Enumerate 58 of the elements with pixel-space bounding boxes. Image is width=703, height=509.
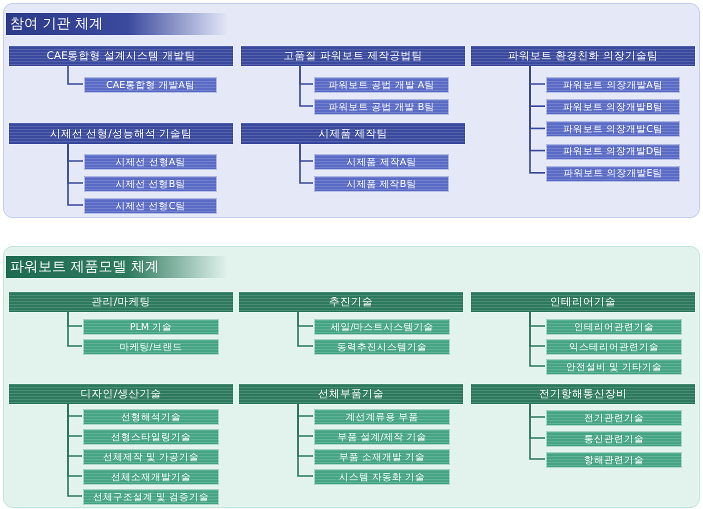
sub-team-box: 시제선 선형A팀 xyxy=(84,154,217,170)
sub-team-box: 항해관련기술 xyxy=(546,452,682,468)
sub-team-box: 부품 소재개발 기술 xyxy=(314,449,450,465)
sub-team-box: 마케팅/브랜드 xyxy=(83,339,219,355)
team-box: 시제선 선형/성능해석 기술팀 xyxy=(9,123,233,144)
panel-title: 파워보트 제품모델 체계 xyxy=(6,256,228,278)
connector-line xyxy=(67,65,83,85)
team-box: 관리/마케팅 xyxy=(9,292,233,312)
team-box: 선체부품기술 xyxy=(239,384,463,404)
connector-line xyxy=(299,65,313,107)
connector-line xyxy=(529,403,545,460)
team-box: 고품질 파워보트 제작공법팀 xyxy=(241,46,465,66)
sub-team-box: 통신관련기술 xyxy=(546,431,682,447)
sub-team-box: 파워보트 의장개발D팀 xyxy=(546,144,680,160)
connector-line xyxy=(529,311,545,367)
team-box: 인테리어기술 xyxy=(471,292,695,312)
connector-line xyxy=(299,143,313,184)
sub-team-box: 파워보트 의장개발B팀 xyxy=(546,99,680,116)
sub-team-box: 파워보트 의장개발C팀 xyxy=(546,121,680,138)
sub-team-box: 선형스타일링기술 xyxy=(83,429,219,445)
sub-team-box: 인테리어관련기술 xyxy=(546,319,682,335)
sub-team-box: 파워보트 공법 개발 B팀 xyxy=(314,99,449,115)
sub-team-box: 시제선 선형B팀 xyxy=(84,176,217,192)
sub-team-box: 세일/마스트시스템기술 xyxy=(314,319,450,335)
connector-line xyxy=(297,311,313,347)
team-box: 디자인/생산기술 xyxy=(9,384,233,404)
connector-line xyxy=(529,65,545,174)
sub-team-box: 선체소재개발기술 xyxy=(83,469,219,485)
sub-team-box: 파워보트 의장개발A팀 xyxy=(546,77,680,93)
sub-team-box: 시제품 제작A팀 xyxy=(314,154,449,170)
sub-team-box: 시제품 제작B팀 xyxy=(314,176,449,192)
sub-team-box: 선체제작 및 가공기술 xyxy=(83,449,219,465)
sub-team-box: 시스템 자동화 기술 xyxy=(314,469,450,485)
connector-line xyxy=(67,143,83,206)
sub-team-box: 부품 설계/제작 기술 xyxy=(314,429,450,445)
team-box: 파워보트 환경친화 의장기술팀 xyxy=(471,46,695,66)
sub-team-box: PLM 기술 xyxy=(83,319,219,335)
connector-line xyxy=(67,311,82,347)
panel-title: 참여 기관 체계 xyxy=(6,13,228,35)
team-box: 시제품 제작팀 xyxy=(241,123,465,144)
team-box: 전기항해통신장비 xyxy=(471,384,695,404)
sub-team-box: 동력추진시스템기술 xyxy=(314,339,450,355)
sub-team-box: 파워보트 공법 개발 A팀 xyxy=(314,77,449,93)
panel xyxy=(3,246,700,508)
panel xyxy=(3,3,700,218)
sub-team-box: 시제선 선형C팀 xyxy=(84,198,217,214)
sub-team-box: 선체구조설계 및 검증기술 xyxy=(83,489,219,505)
team-box: CAE통합형 설계시스템 개발팀 xyxy=(9,46,233,66)
connector-line xyxy=(297,403,313,477)
connector-line xyxy=(67,403,82,497)
sub-team-box: CAE통합형 개발A팀 xyxy=(84,77,217,93)
sub-team-box: 파워보트 의장개발E팀 xyxy=(546,166,680,182)
sub-team-box: 계선계류용 부품 xyxy=(314,409,450,425)
team-box: 추진기술 xyxy=(239,292,463,312)
sub-team-box: 선형해석기술 xyxy=(83,409,219,425)
sub-team-box: 안전설비 및 기타기술 xyxy=(546,359,682,375)
sub-team-box: 전기관련기술 xyxy=(546,410,682,426)
sub-team-box: 익스테리어관련기술 xyxy=(546,339,682,355)
